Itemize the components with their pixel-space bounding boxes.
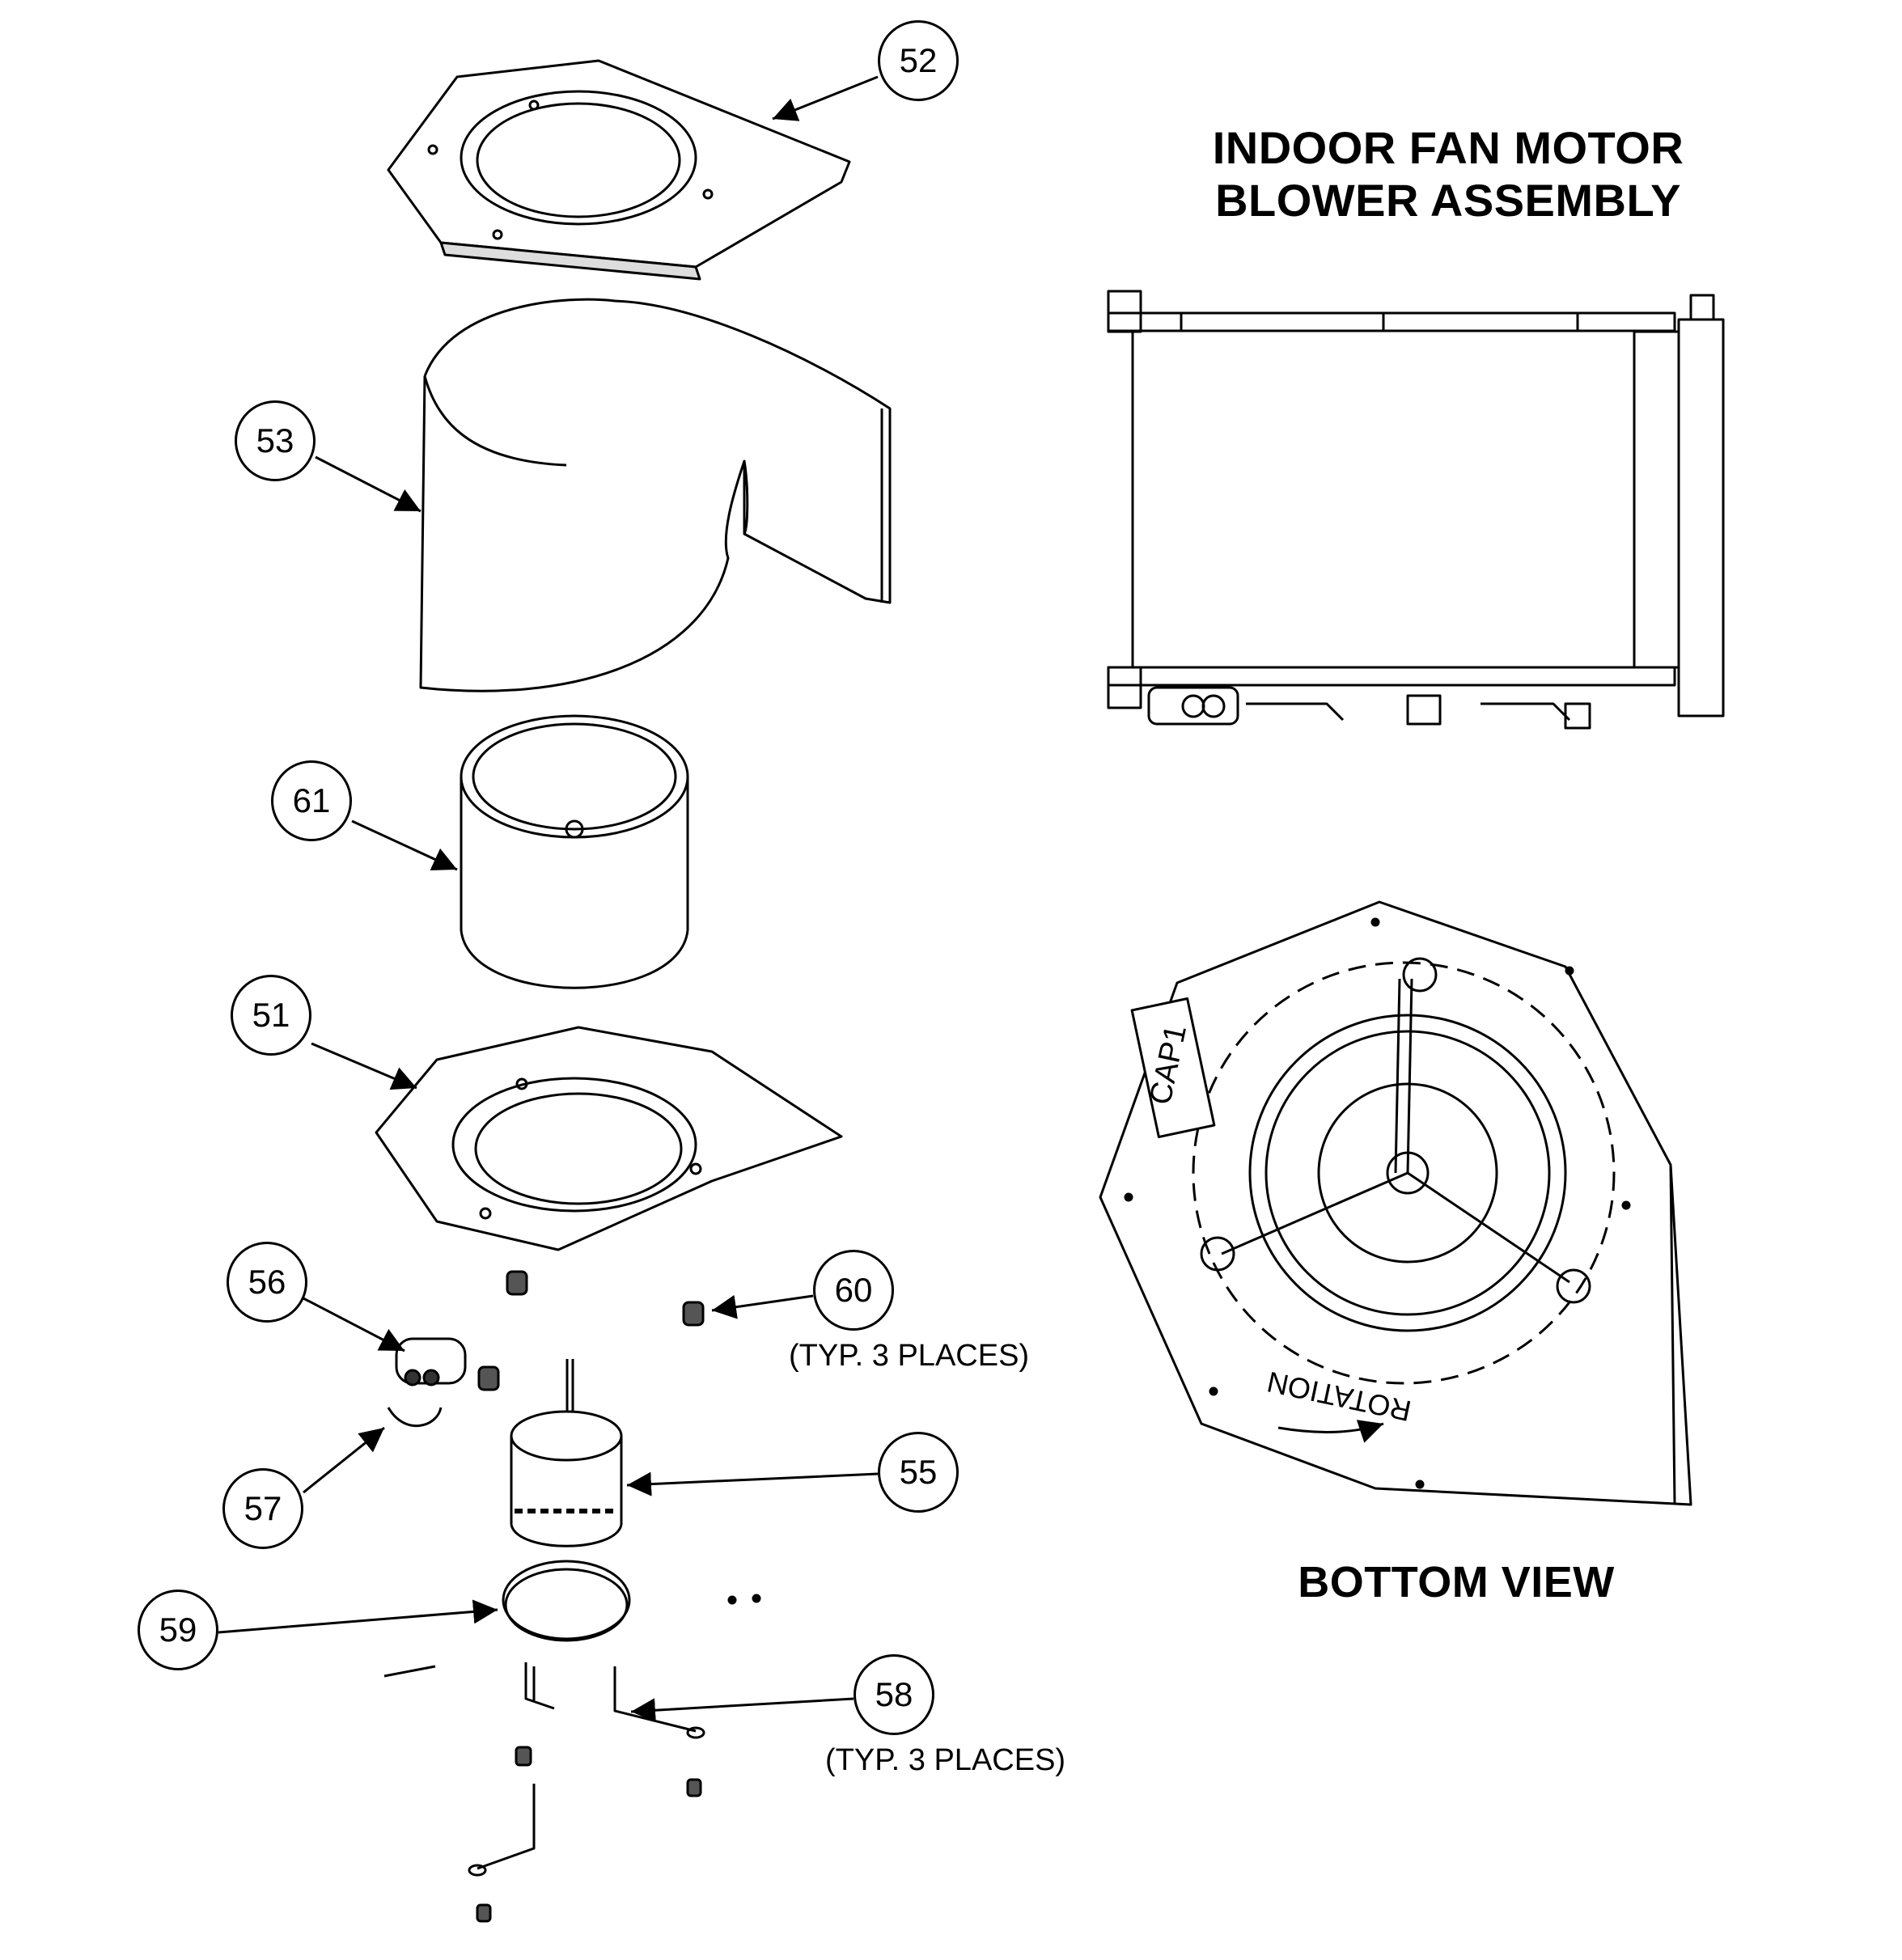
- capacitor-and-strap: [387, 1337, 467, 1428]
- note-typ-3-places-60: (TYP. 3 PLACES): [789, 1339, 1030, 1373]
- bottom-scroll-plate: [375, 1026, 843, 1251]
- callout-59: 59: [138, 1590, 218, 1670]
- callout-53: 53: [235, 400, 316, 481]
- fan-motor: [510, 1359, 623, 1547]
- diagram-title-line-1: INDOOR FAN MOTOR: [1212, 122, 1684, 173]
- assembly-side-view: [1107, 290, 1725, 730]
- diagram-title-line-2: BLOWER ASSEMBLY: [1215, 175, 1681, 226]
- leader-lines: [218, 75, 879, 1723]
- blower-wheel: [460, 714, 689, 989]
- motor-mount-ring: [502, 1560, 631, 1642]
- bottom-view-label: BOTTOM VIEW: [1298, 1558, 1615, 1607]
- callout-56: 56: [227, 1242, 307, 1323]
- note-typ-3-places-58: (TYP. 3 PLACES): [825, 1743, 1066, 1777]
- hardware-parts: [383, 1270, 761, 1678]
- callout-60: 60: [813, 1250, 894, 1331]
- callout-51: 51: [231, 975, 311, 1056]
- callout-58: 58: [854, 1654, 934, 1735]
- top-scroll-plate: [387, 59, 851, 281]
- callout-55: 55: [878, 1432, 959, 1513]
- scroll-wrapper: [419, 298, 892, 692]
- callout-57: 57: [222, 1468, 303, 1549]
- bottom-view-drawing: [1099, 900, 1692, 1506]
- callout-61: 61: [271, 760, 352, 841]
- callout-52: 52: [878, 20, 959, 101]
- motor-mounting-legs: [468, 1662, 705, 1923]
